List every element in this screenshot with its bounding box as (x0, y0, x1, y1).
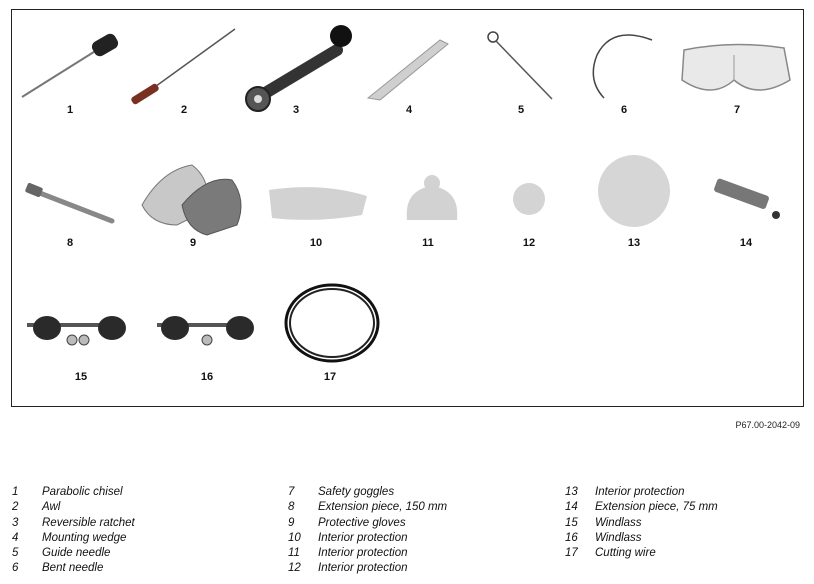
legend-item: 5 Guide needle (12, 547, 135, 562)
legend-number: 2 (12, 501, 19, 514)
legend-item: 1 Parabolic chisel (12, 486, 135, 501)
item-number-11: 11 (422, 237, 434, 249)
legend-item: 11 Interior protection (288, 547, 447, 562)
parabolic-chisel-icon (21, 33, 119, 98)
legend-item: 8 Extension piece, 150 mm (288, 501, 447, 516)
legend-item: 3 Reversible ratchet (12, 517, 135, 532)
item-number-3: 3 (292, 104, 300, 116)
legend-label: Parabolic chisel (42, 486, 123, 498)
item-number-8: 8 (66, 237, 74, 249)
item-number-10: 10 (309, 237, 323, 249)
bent-needle-icon (592, 34, 653, 99)
protective-gloves-icon (141, 164, 242, 236)
legend-label: Bent needle (42, 562, 104, 575)
item-number-16: 16 (200, 371, 214, 383)
legend-number: 14 (565, 501, 578, 514)
legend-item: 2 Awl (12, 501, 135, 516)
interior-protection-10-icon (269, 187, 367, 220)
item-number-2: 2 (180, 104, 188, 116)
legend-number: 5 (12, 547, 19, 560)
legend-number: 9 (288, 516, 295, 529)
legend-item: 15 Windlass (565, 517, 718, 532)
legend-column-2: 7 Safety goggles 8 Extension piece, 150 mm… (288, 486, 447, 578)
legend-label: Interior protection (318, 547, 408, 560)
interior-protection-12-icon (513, 183, 545, 215)
legend-number: 7 (288, 486, 295, 498)
item-number-12: 12 (522, 237, 536, 249)
legend-label: Interior protection (318, 562, 408, 575)
legend-item: 14 Extension piece, 75 mm (565, 501, 718, 516)
legend-number: 1 (12, 486, 19, 498)
item-number-4: 4 (405, 104, 413, 116)
legend-label: Protective gloves (318, 516, 406, 529)
legend-label: Cutting wire (595, 547, 656, 560)
safety-goggles-icon (681, 43, 791, 91)
item-number-6: 6 (620, 104, 628, 116)
item-number-5: 5 (517, 104, 525, 116)
legend-item: 6 Bent needle (12, 562, 135, 577)
item-number-7: 7 (733, 104, 741, 116)
windlass-16-icon (157, 316, 254, 346)
legend-item: 13 Interior protection (565, 486, 718, 501)
legend-number: 3 (12, 516, 19, 529)
legend-item: 7 Safety goggles (288, 486, 447, 501)
legend-number: 11 (288, 547, 300, 560)
legend-item: 16 Windlass (565, 532, 718, 547)
legend-label: Extension piece, 75 mm (595, 501, 718, 514)
legend-column-1: 1 Parabolic chisel 2 Awl 3 Reversible ratch… (12, 486, 135, 578)
legend-number: 15 (565, 516, 578, 529)
reversible-ratchet-icon (245, 25, 352, 112)
interior-protection-13-icon (598, 155, 670, 227)
legend-number: 16 (565, 531, 578, 544)
item-number-15: 15 (74, 371, 88, 383)
guide-needle-icon (487, 31, 553, 100)
cutting-wire-icon (284, 283, 380, 363)
tool-illustration-frame: 1 2 3 4 5 6 7 8 9 10 11 12 13 14 15 16 1… (11, 9, 804, 407)
legend-column-3: 13 Interior protection 14 Extension piece,… (565, 486, 718, 562)
mounting-wedge-icon (366, 39, 449, 101)
legend-item: 9 Protective gloves (288, 517, 447, 532)
item-number-13: 13 (627, 237, 641, 249)
legend-item: 17 Cutting wire (565, 547, 718, 562)
legend-number: 17 (565, 547, 578, 560)
legend-label: Extension piece, 150 mm (318, 501, 448, 514)
extension-piece-75-icon (714, 178, 780, 219)
legend-item: 10 Interior protection (288, 532, 447, 547)
legend-label: Awl (42, 501, 61, 514)
item-number-17: 17 (323, 371, 337, 383)
legend-number: 12 (288, 562, 301, 575)
awl-icon (131, 28, 236, 105)
legend-number: 4 (12, 531, 19, 544)
legend-label: Guide needle (42, 547, 111, 560)
legend-label: Interior protection (318, 531, 408, 544)
legend-item: 4 Mounting wedge (12, 532, 135, 547)
legend-label: Windlass (595, 516, 642, 529)
legend-label: Interior protection (595, 486, 685, 498)
tool-illustrations (21, 25, 791, 363)
legend-item: 12 Interior protection (288, 562, 447, 577)
legend-label: Reversible ratchet (42, 516, 135, 529)
extension-piece-150-icon (25, 182, 115, 224)
legend-number: 10 (288, 531, 301, 544)
legend-number: 8 (288, 501, 295, 514)
legend-label: Safety goggles (318, 486, 395, 498)
item-number-14: 14 (739, 237, 753, 249)
figure-code: P67.00-2042-09 (735, 420, 800, 430)
item-number-9: 9 (189, 237, 197, 249)
windlass-15-icon (27, 316, 126, 346)
legend-label: Mounting wedge (42, 531, 127, 544)
interior-protection-11-icon (406, 175, 458, 220)
legend-number: 13 (565, 486, 578, 498)
legend-number: 6 (12, 562, 19, 575)
legend-label: Windlass (595, 531, 642, 544)
item-number-1: 1 (66, 104, 74, 116)
